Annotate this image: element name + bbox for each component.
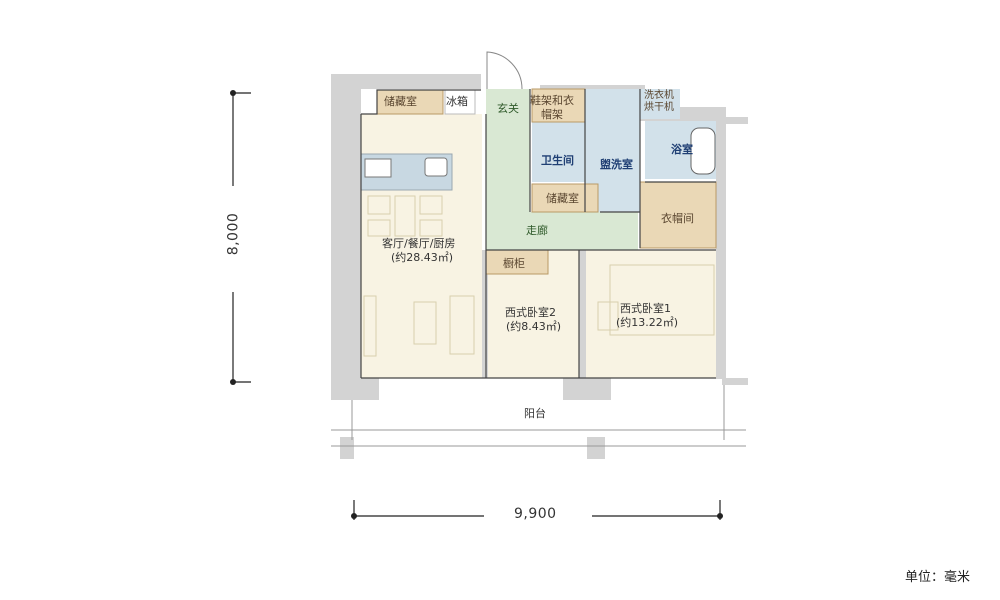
label-storage-mid: 储藏室 — [546, 192, 579, 205]
dimension-width: 9,900 — [514, 506, 557, 522]
dimension-markers — [230, 90, 723, 519]
fridge-outline — [444, 89, 476, 115]
label-washroom: 盥洗室 — [600, 158, 633, 171]
stove-icon — [364, 158, 392, 178]
label-bedroom1: 西式卧室1 — [620, 302, 671, 315]
label-corridor: 走廊 — [526, 224, 548, 237]
label-balcony: 阳台 — [524, 407, 546, 420]
dimension-height: 8,000 — [225, 212, 242, 256]
label-living: 客厅/餐厅/厨房 — [382, 237, 456, 250]
label-washer-dryer: 洗衣机 烘干机 — [644, 90, 674, 113]
bathtub-icon — [690, 127, 716, 175]
balcony-lines — [331, 385, 746, 447]
furniture — [363, 195, 715, 357]
label-cabinet: 橱柜 — [503, 257, 525, 270]
plan-lines — [360, 89, 716, 379]
unit-label: 单位：毫米 — [904, 570, 970, 585]
dimension-lines — [232, 92, 721, 520]
label-bedroom2: 西式卧室2 — [505, 306, 556, 319]
label-walkin-closet: 衣帽间 — [661, 212, 694, 225]
bedroom1-floor — [586, 250, 716, 378]
washer-area — [640, 89, 680, 119]
label-bedroom1-area: (约13.22㎡) — [616, 316, 679, 329]
label-bath: 浴室 — [671, 143, 693, 156]
label-shoe-coat-rack: 鞋架和衣 帽架 — [530, 94, 574, 121]
label-fridge: 冰箱 — [446, 95, 468, 108]
label-toilet: 卫生间 — [541, 154, 574, 167]
label-storage-top: 储藏室 — [384, 95, 417, 108]
sink-icon — [424, 157, 448, 177]
label-living-area: (约28.43㎡) — [391, 251, 454, 264]
storage-units — [376, 88, 717, 275]
entrance-door-swing — [486, 51, 523, 90]
label-bedroom2-area: (约8.43㎡) — [506, 320, 562, 333]
toilet-floor — [532, 122, 585, 182]
label-entrance: 玄关 — [497, 102, 519, 115]
corridor-floor-horizontal — [486, 212, 638, 250]
